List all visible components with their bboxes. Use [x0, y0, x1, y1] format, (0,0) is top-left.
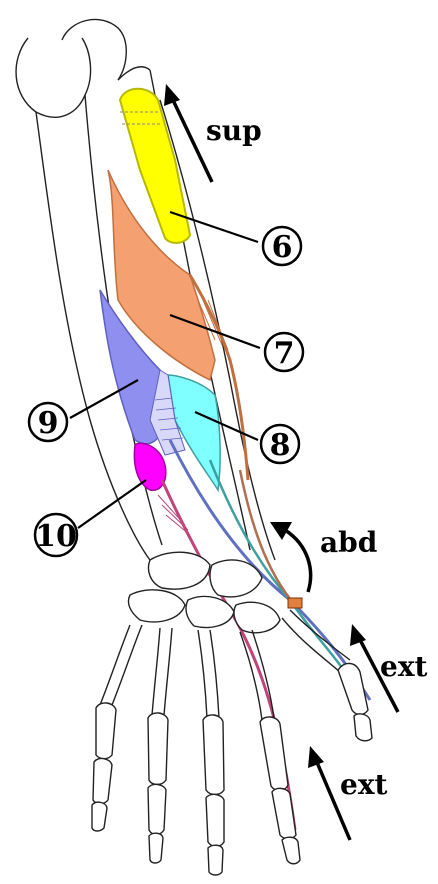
- label-9: 9: [29, 403, 67, 441]
- radius-head-outline: [118, 67, 150, 80]
- label-10: 10: [35, 514, 77, 556]
- metacarpal-3: [198, 630, 219, 718]
- carpal-bone-4: [186, 596, 234, 627]
- label-7: 7: [265, 333, 303, 371]
- metacarpal-5: [100, 625, 142, 705]
- label-8: 8: [261, 425, 299, 463]
- ext-upper-label: ext: [380, 650, 428, 683]
- carpal-bone-3: [128, 590, 185, 622]
- little-finger-phalanges: [92, 703, 116, 831]
- thumb-phalanges: [338, 663, 372, 740]
- humerus-outline: [16, 38, 91, 117]
- label-10-text: 10: [35, 519, 77, 554]
- label-6-text: 6: [272, 230, 293, 265]
- metacarpal-4: [152, 628, 172, 715]
- sup-label: sup: [206, 114, 262, 147]
- metacarpal-2: [240, 630, 274, 720]
- abductor-insertion-marker: [288, 598, 302, 608]
- carpal-bone-5: [234, 602, 280, 632]
- leader-10: [78, 480, 146, 528]
- middle-finger-phalanges: [203, 715, 224, 875]
- ring-finger-phalanges: [148, 713, 168, 863]
- label-9-text: 9: [38, 406, 59, 441]
- ulna-head-outline: [62, 19, 126, 80]
- abd-label: abd: [320, 526, 377, 559]
- ext-lower-label: ext: [340, 768, 388, 801]
- index-finger-phalanges: [260, 717, 300, 864]
- label-6: 6: [263, 227, 301, 265]
- muscle-10-shape: [134, 443, 165, 490]
- label-7-text: 7: [274, 336, 295, 371]
- label-8-text: 8: [270, 428, 291, 463]
- carpal-bone-1: [149, 552, 211, 589]
